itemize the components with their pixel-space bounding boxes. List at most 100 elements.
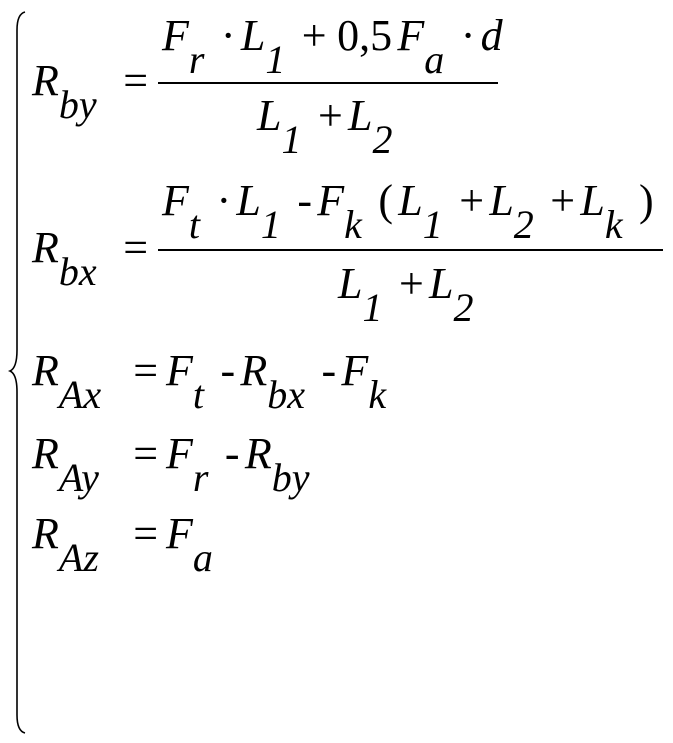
equation-rhs: Fa	[166, 509, 224, 578]
equation-lhs: RAy	[32, 432, 110, 498]
math-symbol: L1	[398, 176, 454, 245]
operator-text: )	[639, 176, 654, 225]
symbol-text: F	[341, 346, 369, 395]
fraction-bar	[158, 82, 498, 84]
symbol-text: F	[162, 176, 189, 225]
math-symbol: Rby	[244, 429, 321, 498]
operator-text: -	[321, 346, 337, 395]
equation-rhs: Fr-Rby	[166, 429, 321, 498]
subscript: k	[604, 202, 623, 248]
symbol-text: L	[257, 91, 282, 140]
operator-text: ·	[216, 176, 232, 225]
math-symbol: L1	[241, 14, 297, 80]
math-operator: (	[373, 179, 398, 223]
math-symbol: Lk	[580, 176, 633, 245]
subscript: 1	[281, 117, 302, 163]
math-symbol: Fr	[162, 11, 216, 80]
math-symbol: L2	[489, 176, 545, 245]
math-operator: +	[313, 94, 348, 138]
math-operator: +	[297, 14, 332, 58]
symbol-text: R	[244, 429, 272, 478]
symbol-text: F	[162, 11, 189, 60]
operator-text: +	[301, 11, 327, 60]
subscript: k	[368, 372, 387, 418]
math-operator: ·	[216, 14, 241, 58]
math-symbol: Fa	[397, 11, 455, 80]
fraction-numerator: Ft·L1-Fk(L1+L2+Lk)	[162, 176, 659, 245]
subscript: a	[424, 37, 445, 83]
symbol-text: F	[166, 509, 193, 558]
symbol-text: L	[489, 176, 514, 225]
symbol-text: L	[429, 259, 454, 308]
symbol-text: R	[32, 509, 59, 558]
symbol-text: d	[480, 11, 503, 60]
subscript: bx	[58, 249, 97, 295]
symbol-text: R	[32, 223, 59, 272]
equals-sign: =	[133, 509, 159, 558]
subscript: 1	[422, 202, 443, 248]
math-operator: ·	[211, 179, 236, 223]
operator-text: -	[224, 429, 240, 478]
symbol-text: L	[398, 176, 423, 225]
math-operator: -	[292, 179, 317, 223]
math-operator: )	[634, 179, 659, 223]
operator-text: (	[378, 176, 394, 225]
math-symbol: Fk	[317, 179, 373, 245]
math-operator: +	[545, 179, 580, 223]
operator-text: +	[398, 259, 424, 308]
symbol-text: F	[166, 429, 193, 478]
math-symbol: Rbx	[240, 346, 316, 415]
math-symbol: L1	[257, 91, 313, 160]
symbol-text: R	[32, 56, 59, 105]
math-symbol: Ft	[162, 176, 211, 245]
fraction-denominator: L1+L2	[257, 91, 404, 160]
symbol-text: F	[397, 11, 425, 60]
equals-sign: =	[133, 429, 159, 478]
math-symbol: Rby	[32, 56, 108, 125]
math-symbol: Fk	[341, 346, 397, 415]
equals-sign: =	[123, 223, 149, 272]
operator-text: +	[459, 176, 485, 225]
equation-lhs: Rby	[32, 56, 108, 125]
subscript: t	[192, 372, 205, 418]
symbol-text: L	[338, 259, 363, 308]
subscript: 2	[453, 285, 474, 331]
subscript: r	[188, 37, 205, 83]
subscript: k	[344, 202, 362, 248]
subscript: 1	[265, 37, 286, 83]
equation-rhs: Ft-Rbx-Fk	[166, 346, 397, 415]
math-symbol: RAz	[32, 509, 110, 578]
operator-text: +	[550, 176, 576, 225]
math-symbol: Fa	[166, 509, 224, 578]
math-symbol: RAx	[32, 349, 112, 415]
operator-text: ·	[460, 11, 476, 60]
equation-lhs: Rbx	[32, 223, 108, 292]
subscript: bx	[267, 372, 306, 418]
equals-sign: =	[123, 56, 149, 105]
math-operator: -	[215, 349, 240, 393]
subscript: 1	[362, 285, 383, 331]
math-symbol: Rbx	[32, 223, 108, 292]
symbol-text: L	[236, 176, 261, 225]
subscript: by	[58, 82, 97, 128]
math-symbol: Fr	[166, 429, 220, 498]
operator-text: ·	[220, 11, 236, 60]
math-symbol: d	[481, 14, 503, 58]
subscript: 1	[260, 202, 281, 248]
math-symbol: L2	[429, 259, 485, 328]
symbol-text: R	[240, 346, 268, 395]
operator-text: -	[220, 346, 236, 395]
subscript: t	[188, 202, 201, 248]
subscript: 2	[372, 117, 393, 163]
operator-text: -	[297, 176, 312, 225]
math-operator: -	[316, 349, 341, 393]
math-operator: 0,5	[332, 14, 398, 58]
equation-lhs: RAz	[32, 509, 110, 578]
symbol-text: L	[348, 91, 373, 140]
subscript: 2	[513, 202, 534, 248]
fraction-bar	[158, 249, 663, 251]
symbol-text: L	[580, 176, 605, 225]
operator-text: 0,5	[337, 11, 393, 60]
math-operator: ·	[455, 14, 480, 58]
